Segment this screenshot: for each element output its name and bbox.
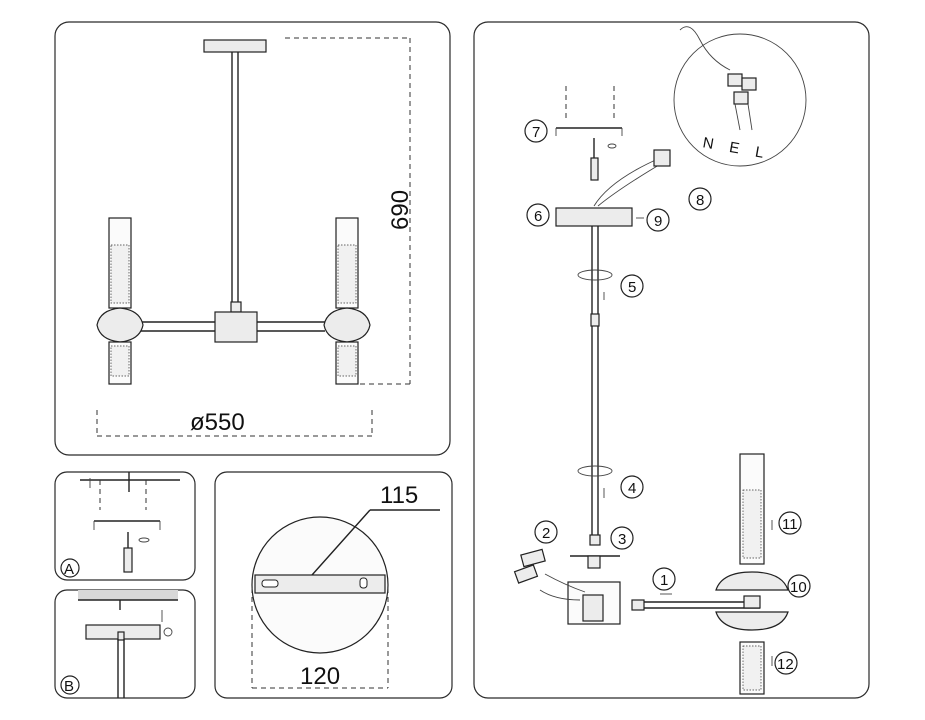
screwdriver-icon: [123, 547, 133, 573]
canopy-holes-dimension: 115: [380, 482, 418, 509]
panel-detail-a: A: [54, 471, 196, 581]
step-number-1: 1: [652, 567, 676, 591]
svg-text:7: 7: [532, 124, 540, 141]
svg-text:8: 8: [696, 192, 704, 209]
svg-text:11: 11: [782, 516, 798, 533]
right-lamp: [323, 217, 371, 385]
step-number-8: 8: [688, 187, 712, 211]
screwdriver-icon: [590, 157, 599, 181]
step-number-2: 2: [534, 520, 558, 544]
svg-text:6: 6: [534, 208, 542, 225]
step-number-10: 10: [787, 574, 811, 598]
step-number-12: 12: [774, 651, 798, 675]
detail-label-b: B: [64, 678, 74, 695]
svg-text:2: 2: [542, 525, 550, 542]
panel-overall-dimensions: 690 ø550: [54, 21, 451, 456]
panel-canopy-detail: 115 120: [214, 471, 453, 699]
step-number-11: 11: [778, 511, 802, 535]
step-number-6: 6: [526, 203, 550, 227]
terminal-block: [653, 149, 671, 167]
svg-text:4: 4: [628, 480, 636, 497]
ceiling-canopy: [203, 39, 267, 53]
panel-assembly: N E L: [473, 21, 870, 699]
diameter-dimension: ø550: [190, 409, 245, 436]
canopy-diameter-dimension: 120: [300, 663, 340, 690]
step-number-5: 5: [620, 274, 644, 298]
step-number-7: 7: [524, 119, 548, 143]
svg-text:5: 5: [628, 279, 636, 296]
canopy-plate: [555, 207, 633, 227]
svg-text:1: 1: [660, 572, 668, 589]
height-dimension: 690: [387, 190, 414, 230]
detail-label-a: A: [64, 561, 74, 578]
svg-text:10: 10: [790, 579, 807, 596]
step-number-4: 4: [620, 475, 644, 499]
panel-detail-b: B: [54, 589, 196, 699]
step-number-9: 9: [646, 208, 670, 232]
left-lamp: [96, 217, 144, 385]
step-number-3: 3: [610, 526, 634, 550]
svg-text:3: 3: [618, 531, 626, 548]
svg-text:9: 9: [654, 213, 662, 230]
central-junction-box: [214, 311, 258, 343]
svg-text:12: 12: [777, 656, 794, 673]
lamp-assembly: [715, 453, 789, 695]
